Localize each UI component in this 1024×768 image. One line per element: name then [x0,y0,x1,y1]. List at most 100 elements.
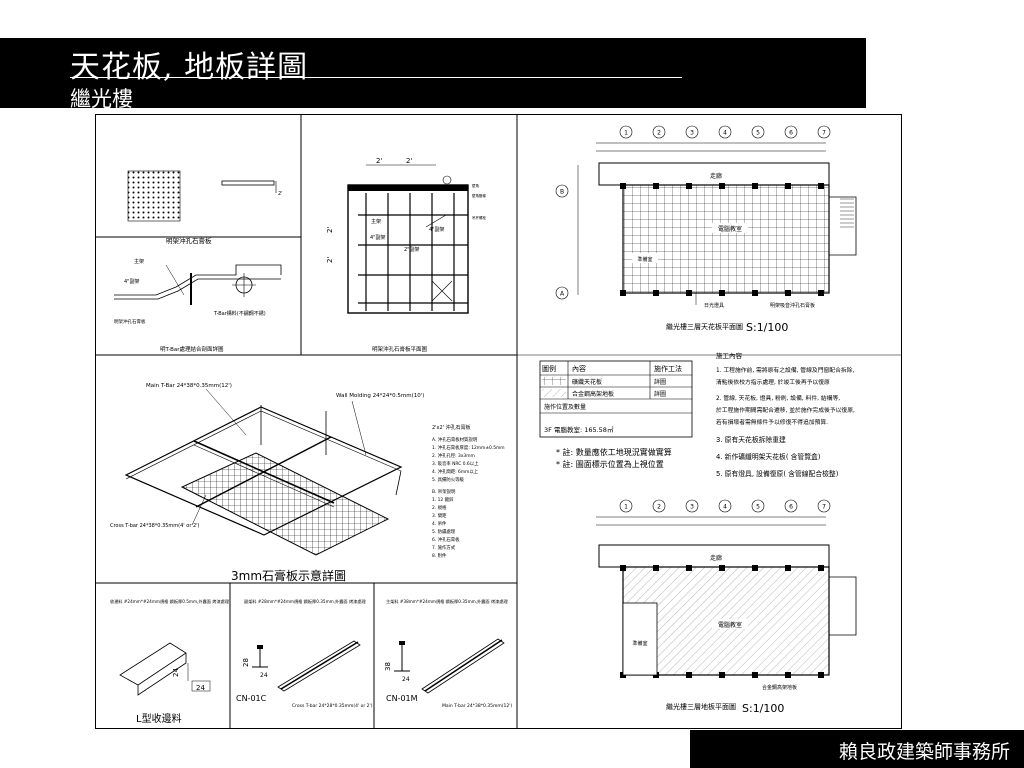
svg-text:壁角壓條: 壁角壓條 [472,193,486,198]
svg-text:主架: 主架 [371,218,381,225]
perforated-panel-detail: 2' 明架沖孔石膏板 [127,170,283,245]
svg-text:2': 2' [278,191,283,197]
profile-spec: 副架料 #28mm*#24mm規格 鋼板厚0.35mm,外露面 烤漆處理 [244,598,367,605]
tbar-section-detail: 主架 4"副架 T-Bar構料(不鏽鋼不銹) 明架沖孔石膏板 明T-Bar處理結… [114,258,282,353]
note-line: 清點後依校方指示處理, 於竣工後再予以復原 [716,378,830,386]
profile-caption: Cross T-bar 24*28*0.35mm(4' or 2') [292,703,373,709]
tbar-grid-plan: 2' 2' 2' 2' 主架 4"副架 2"副架 4"副架 壁角 壁角壓條 吊杆… [326,157,486,353]
label-3mm-detail: 3mm石膏板示意詳圖 [231,568,346,583]
spec-list: A. 沖孔石膏板材質說明 1. 沖孔石膏板厚度: 12mm±0.5mm 2. 沖… [432,436,505,559]
legend-note: * 註: 數量應依工地現況實做實算 [556,447,672,457]
svg-text:2"副架: 2"副架 [404,246,419,253]
note-line: 於工程施作期間需配合遷移, 並於施作完成後予以復原, [716,406,855,414]
title-bar [0,38,866,108]
room-label: 準備室 [632,640,647,647]
note-line: 5. 原有燈具, 設備復原( 含管線配合檢整) [716,469,839,478]
spec-item: 4. 沖孔間距: 6mm以上 [432,468,479,475]
legend-header: 內容 [572,364,586,373]
label-perf-board: 明架沖孔石膏板 [114,318,146,325]
cad-drawing: 2' 明架沖孔石膏板 主架 4"副架 T-Bar構料(不鏽鋼不銹) 明架沖孔石膏… [96,115,901,728]
grid-number: 3 [690,504,694,511]
profile-spec: 主架料 #38mm*#24mm規格 鋼板厚0.35mm,外露面 烤漆處理 [386,598,509,605]
label-cross-bar: 4"副架 [124,278,139,285]
profile-cross-tbar: 副架料 #28mm*#24mm規格 鋼板厚0.35mm,外露面 烤漆處理 28 … [236,598,373,709]
room-label: 走廊 [710,554,722,562]
svg-text:2': 2' [326,227,334,233]
profile-spec: 收邊料 #24mm*#24mm規格 鋼板厚0.5mm,外露面 烤漆處理 [110,598,230,605]
legend-table: 圖例 內容 施作工法 礦纖天花板 詳圖 合金鋼高架地板 詳圖 施作位置及數量 3… [539,360,693,469]
plan-scale: S:1/100 [746,321,788,334]
spec-item: 4. 吊件 [432,520,447,527]
legend-total: 3F 電腦教室: 165.58㎡ [544,425,614,434]
room-label: 電腦教室 [718,621,742,629]
ceiling-plan: 1 2 3 4 5 6 7 B A 走廊 電腦教室 準備室 [555,125,857,334]
grid-number: 5 [756,130,760,137]
profile-code: CN-01C [236,694,267,703]
profile-code: CN-01M [386,694,418,703]
plan-caption: 繼光樓三層地板平面圖 [666,702,736,711]
grid-number: 3 [690,130,694,137]
perforated-panel-label: 明架沖孔石膏板 [166,236,212,245]
legend-header: 施作工法 [654,364,682,373]
spec-item: 5. 具備防火等級 [432,476,465,483]
note-line: 4. 新作礦纖明架天花板( 含管覽盒) [716,452,821,461]
spec-item: 5. 防鏽處理 [432,528,456,535]
label-cross-tbar: Cross T-bar 24*38*0.35mm(4' or 2') [110,523,200,529]
grid-number: 4 [723,504,727,511]
grid-number: 6 [789,504,793,511]
profile-dim: 28 [242,658,250,667]
svg-text:4"副架: 4"副架 [429,226,444,233]
profile-main-tbar: 主架料 #38mm*#24mm規格 鋼板厚0.35mm,外露面 烤漆處理 38 … [384,598,512,709]
spec-item: 1. 沖孔石膏板厚度: 12mm±0.5mm [432,444,505,451]
legend-cell: 詳圖 [654,378,666,386]
legend-cell: 詳圖 [654,390,666,398]
room-label: 電腦教室 [718,225,742,233]
profile-dim: 38 [384,662,392,671]
grid-number: 5 [756,504,760,511]
room-label: 走廊 [710,172,722,180]
spec-item: A. 沖孔石膏板材質說明 [432,436,478,443]
axis-label: B [560,189,564,196]
page-title: 天花板, 地板詳圖 [70,50,309,85]
spec-item: 8. 附件 [432,552,447,559]
svg-text:壁角: 壁角 [472,183,480,188]
grid-number: 2 [657,130,661,137]
spec-title: 2'x2' 沖孔石膏板 [432,424,471,431]
spec-item: B. 吊架說明 [432,488,456,495]
plan-scale: S:1/100 [742,702,784,715]
spec-item: 1. 12 鍍鋅 [432,496,454,503]
grid-plan-label: 明架沖孔石膏板平面圖 [372,345,428,353]
page-subtitle: 繼光樓 [70,87,133,111]
dim-grid-2b: 2' [406,157,412,165]
note-line: 3. 原有天花板拆除重建 [716,435,786,444]
profile-dim: 24 [196,684,205,692]
dim-grid-2a: 2' [376,157,382,165]
footer-bar: 賴良政建築師事務所 [690,730,1024,768]
svg-text:吊杆螺栓: 吊杆螺栓 [472,215,486,220]
ceiling-callout: 明架吸音沖孔石膏板 [770,302,815,309]
profile-caption: Main T-bar 24*38*0.35mm(12') [442,703,512,709]
spec-item: 3. 間距 [432,513,447,519]
room-label: 準備室 [637,256,652,263]
note-line: 1. 工程施作前, 需將原有之設備, 管線及門窗配合拆除, [716,366,854,374]
legend-cell: 礦纖天花板 [572,378,602,386]
grid-number: 7 [822,130,826,137]
construction-notes: 施工內容 1. 工程施作前, 需將原有之設備, 管線及門窗配合拆除, 清點後依校… [716,351,855,478]
plan-caption: 繼光樓三層天花板平面圖 [666,322,743,331]
label-wall-molding: Wall Molding 24*24*0.5mm(10') [336,393,424,399]
spec-item: 7. 施作方式 [432,544,456,551]
grid-number: 2 [657,504,661,511]
grid-number: 1 [624,130,628,137]
profile-l-molding: 收邊料 #24mm*#24mm規格 鋼板厚0.5mm,外露面 烤漆處理 24 2… [110,598,230,725]
legend-header: 圖例 [542,364,556,373]
svg-text:2': 2' [326,257,334,263]
legend-cell: 合金鋼高架地板 [572,390,614,398]
notes-title: 施工內容 [716,351,743,360]
profile-dim: 24 [260,672,268,679]
grid-number: 6 [789,130,793,137]
floor-plan: 1 2 3 4 5 6 7 走廊 準備室 電腦教室 合金鋼高架地板 繼光樓三層地… [596,499,857,715]
label-main-bar: 主架 [134,258,144,265]
isometric-ceiling-detail: Main T-Bar 24*38*0.35mm(12') Wall Moldin… [110,383,471,583]
grid-number: 4 [723,130,727,137]
svg-text:4"副架: 4"副架 [370,234,385,241]
